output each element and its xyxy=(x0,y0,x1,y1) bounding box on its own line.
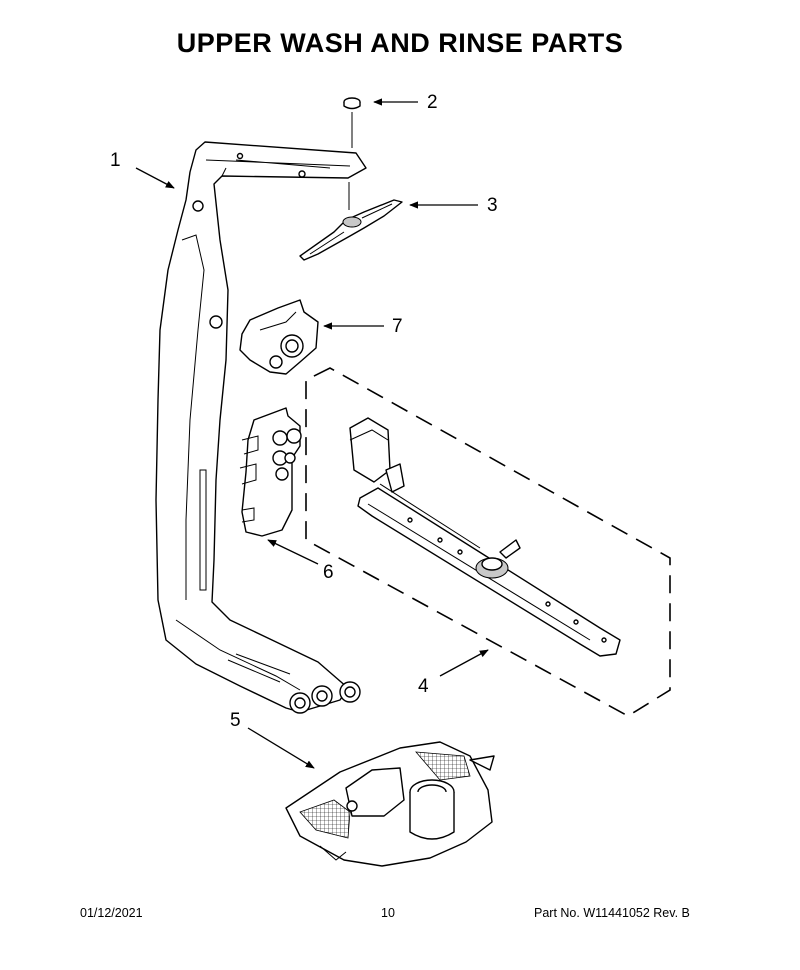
callout-6: 6 xyxy=(323,562,334,583)
callout-7: 7 xyxy=(392,316,403,337)
part-1-manifold xyxy=(155,141,367,714)
part-7-diverter-housing xyxy=(239,299,319,375)
callout-2: 2 xyxy=(427,92,438,113)
callout-1: 1 xyxy=(110,150,121,171)
callout-3: 3 xyxy=(487,195,498,216)
footer-date: 01/12/2021 xyxy=(80,906,143,920)
callout-arrows xyxy=(135,98,489,769)
footer-part-number: Part No. W11441052 Rev. B xyxy=(534,906,690,920)
footer-page-number: 10 xyxy=(381,906,395,920)
part-5-sump-housing xyxy=(285,741,495,867)
part-3-spray-arm xyxy=(299,199,403,261)
page-title: UPPER WASH AND RINSE PARTS xyxy=(176,28,624,58)
callout-5: 5 xyxy=(230,710,241,731)
part-2-cap xyxy=(343,97,361,210)
hose-outlets xyxy=(289,681,361,714)
part-4-spray-arm-assembly xyxy=(305,367,671,717)
callout-4: 4 xyxy=(418,676,429,697)
part-6-diverter-valve xyxy=(239,407,302,537)
